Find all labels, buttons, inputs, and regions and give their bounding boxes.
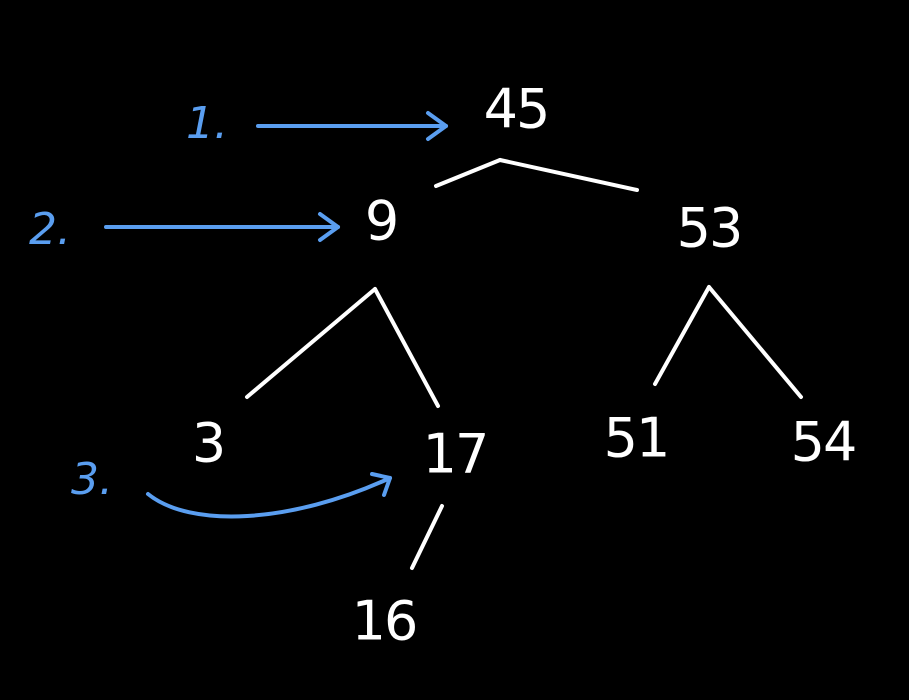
node-54: 54 [791, 411, 856, 474]
step-2-label: 2. [29, 204, 71, 255]
node-3: 3 [192, 412, 224, 475]
step-1-arrow [256, 111, 448, 141]
edge-45-53 [498, 158, 639, 192]
edge-53-54 [707, 285, 803, 399]
edge-9-17 [373, 287, 440, 408]
step-2-arrow [104, 212, 340, 242]
tree-nodes: 45 9 53 3 17 51 54 16 [192, 78, 858, 653]
node-45: 45 [484, 78, 549, 141]
edge-53-51 [653, 285, 711, 386]
edge-45-9 [434, 158, 502, 188]
node-17: 17 [423, 423, 488, 486]
node-16: 16 [352, 590, 417, 653]
step-3-arrow [146, 472, 392, 519]
step-annotations: 1. 2. 3. [29, 98, 448, 519]
edge-17-16 [410, 504, 444, 570]
step-3-label: 3. [71, 454, 113, 505]
tree-edges [245, 158, 803, 570]
edge-9-3 [245, 287, 377, 399]
node-53: 53 [677, 197, 742, 260]
step-1-label: 1. [186, 98, 228, 149]
node-51: 51 [604, 407, 669, 470]
node-9: 9 [365, 190, 397, 253]
